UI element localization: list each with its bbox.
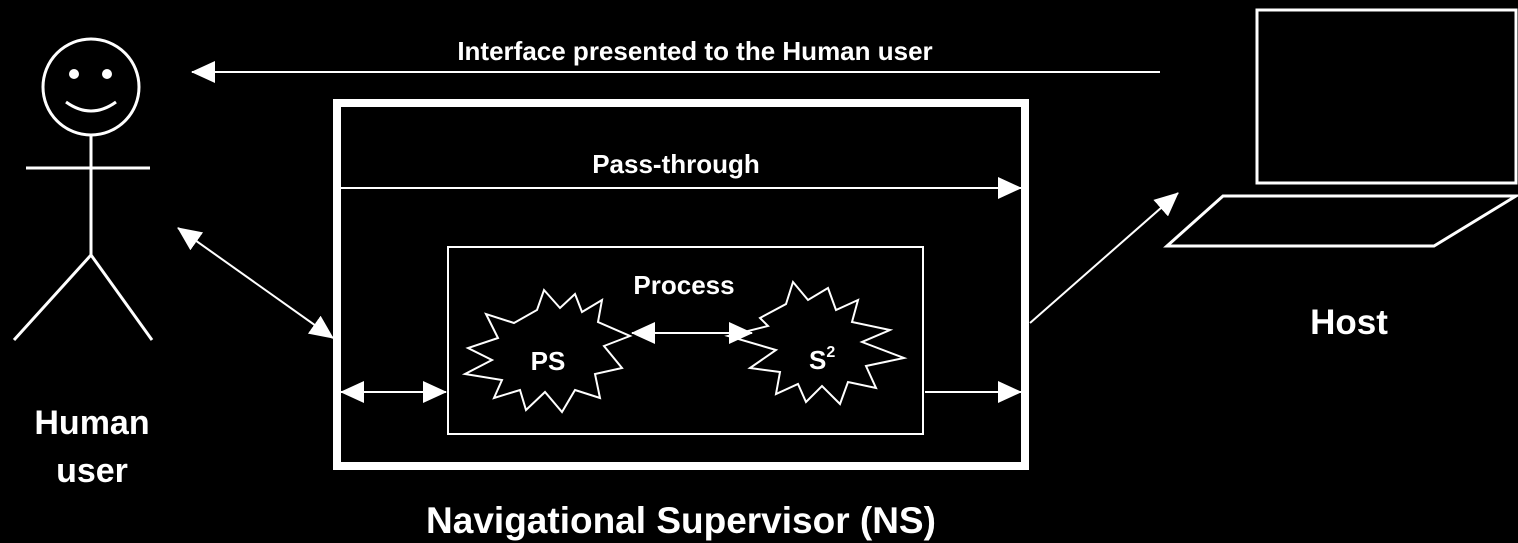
process-label: Process <box>633 270 734 300</box>
human-right-leg <box>89 254 154 341</box>
human-smile <box>65 100 117 113</box>
ns-label: Navigational Supervisor (NS) <box>426 500 936 541</box>
interface-arrow-label: Interface presented to the Human user <box>457 36 932 66</box>
human-right-eye <box>102 69 112 79</box>
host-laptop-icon <box>1163 8 1518 248</box>
host-label: Host <box>1310 303 1388 342</box>
laptop-keyboard <box>1163 194 1518 248</box>
process-box <box>447 246 924 435</box>
human-user-figure <box>12 37 154 342</box>
human-label-line1: Human <box>34 404 149 442</box>
human-label-line2: user <box>56 452 128 490</box>
pass-through-label: Pass-through <box>592 149 760 179</box>
s2-label: S2 <box>809 344 835 375</box>
ps-label: PS <box>531 346 566 376</box>
s2-letter: S <box>809 345 826 375</box>
human-left-leg <box>12 253 93 342</box>
s2-superscript: 2 <box>826 344 835 361</box>
human-left-eye <box>69 69 79 79</box>
ns-host-arrow <box>1029 192 1179 324</box>
s2-starburst <box>724 279 908 406</box>
laptop-screen <box>1255 8 1518 185</box>
human-ns-arrow <box>177 227 334 339</box>
human-head <box>41 37 141 137</box>
ns-box <box>333 99 1029 470</box>
ps-starburst <box>461 288 633 414</box>
